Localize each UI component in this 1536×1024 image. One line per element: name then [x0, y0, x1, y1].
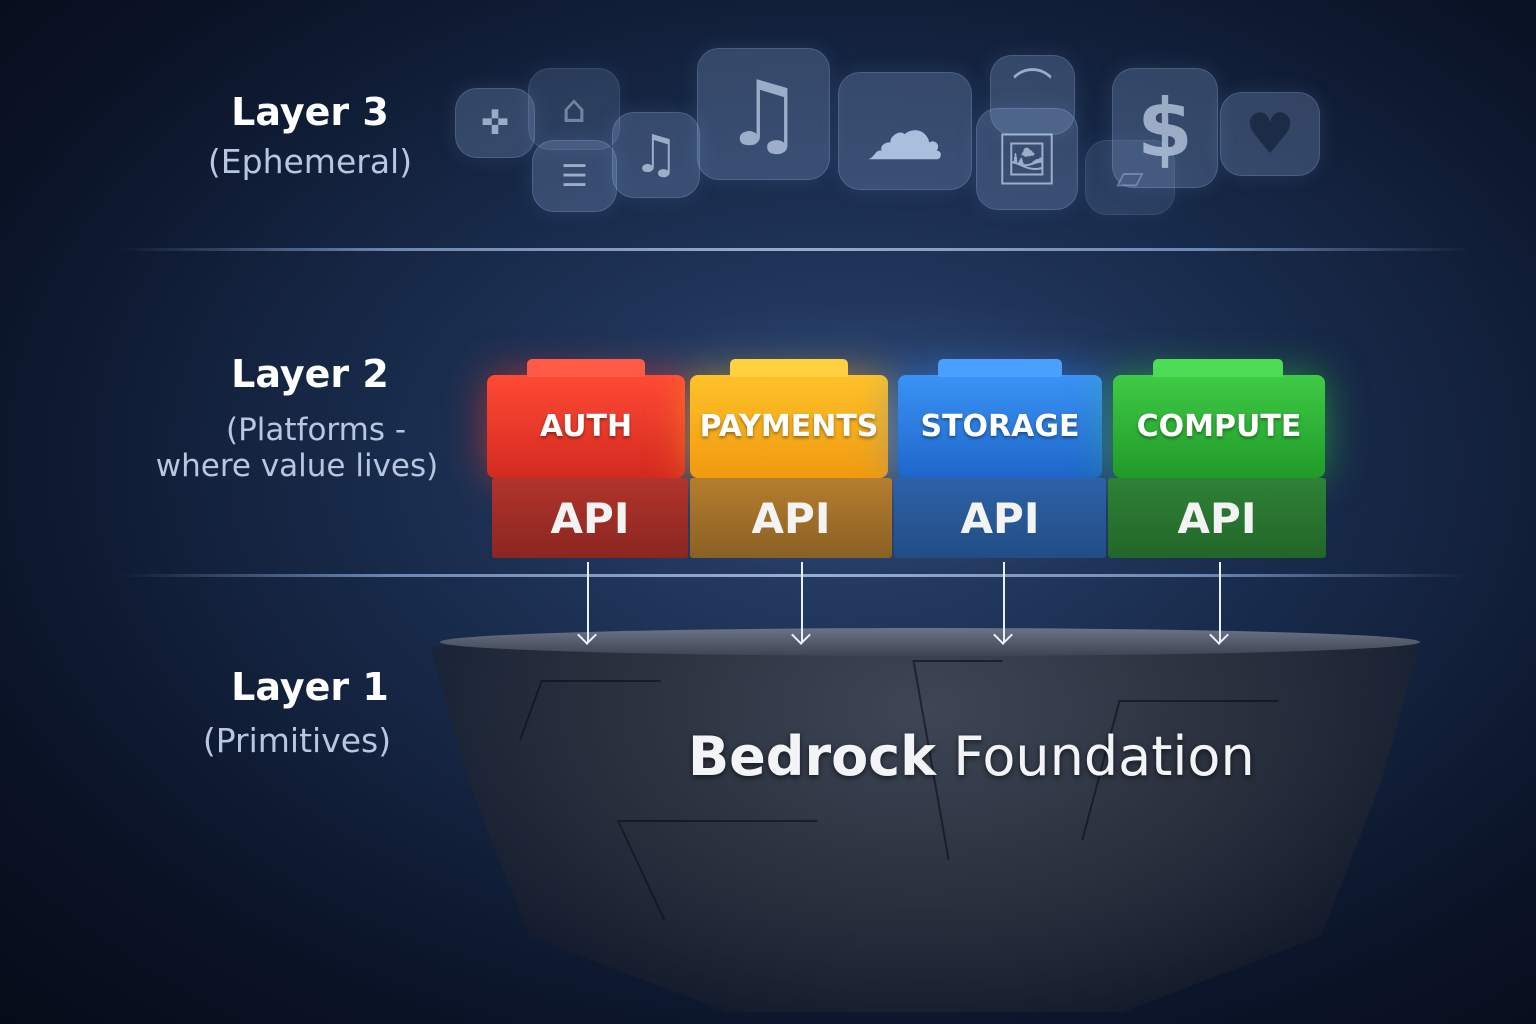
wifi-icon: ⌒ — [990, 55, 1075, 135]
layer2-subtitle-2: where value lives) — [155, 448, 439, 484]
compute-block: COMPUTE — [1113, 359, 1325, 478]
auth-block: AUTH — [487, 359, 685, 478]
foundation-word: Foundation — [936, 725, 1255, 788]
auth-api: API — [492, 478, 688, 558]
layer1-title: Layer 1 — [231, 665, 389, 709]
payments-api-label: API — [751, 493, 831, 543]
compute-arrow — [1219, 562, 1221, 642]
auth-label: AUTH — [539, 409, 633, 444]
bedrock-foundation-title: Bedrock Foundation — [688, 725, 1255, 788]
auth-api-label: API — [550, 493, 630, 543]
layer1-subtitle: (Primitives) — [202, 721, 392, 760]
storage-api-label: API — [960, 493, 1040, 543]
dollar-icon: $ — [1112, 68, 1218, 188]
music-note-large-icon: ♫ — [697, 48, 830, 180]
layer3-label: Layer 3 (Ephemeral) — [150, 90, 470, 181]
rock-crack — [519, 680, 661, 740]
layer1-label: Layer 1 (Primitives) — [150, 665, 470, 760]
image-icon: 🖼 — [976, 108, 1078, 210]
storage-api: API — [894, 478, 1106, 558]
layer3-title: Layer 3 — [231, 90, 389, 134]
compute-api: API — [1108, 478, 1326, 558]
gamepad-icon: ✜ — [455, 88, 535, 158]
heart-icon: ♥ — [1220, 92, 1320, 176]
auth-arrow — [587, 562, 589, 642]
compute-label: COMPUTE — [1136, 409, 1302, 444]
music-note-icon: ♫ — [612, 112, 700, 198]
storage-arrow — [1003, 562, 1005, 642]
chat-icon: ☰ — [532, 140, 617, 212]
compute-api-label: API — [1177, 493, 1257, 543]
payments-arrow — [801, 562, 803, 642]
bedrock-surface — [440, 628, 1420, 656]
layer3-divider — [120, 248, 1470, 251]
storage-label: STORAGE — [920, 409, 1080, 444]
bedrock-word: Bedrock — [688, 725, 937, 788]
layer2-label: Layer 2 (Platforms - where value lives) — [150, 352, 470, 484]
layer2-divider — [120, 574, 1470, 577]
layer3-subtitle: (Ephemeral) — [207, 142, 413, 181]
payments-label: PAYMENTS — [699, 409, 879, 444]
layer2-subtitle-1: (Platforms - — [225, 412, 407, 448]
payments-block: PAYMENTS — [690, 359, 888, 478]
home-icon: ⌂ — [528, 68, 620, 150]
layer2-title: Layer 2 — [231, 352, 389, 396]
storage-block: STORAGE — [898, 359, 1102, 478]
payments-api: API — [690, 478, 892, 558]
bedrock-rock — [430, 632, 1420, 1012]
cloud-icon: ☁ — [838, 72, 972, 190]
